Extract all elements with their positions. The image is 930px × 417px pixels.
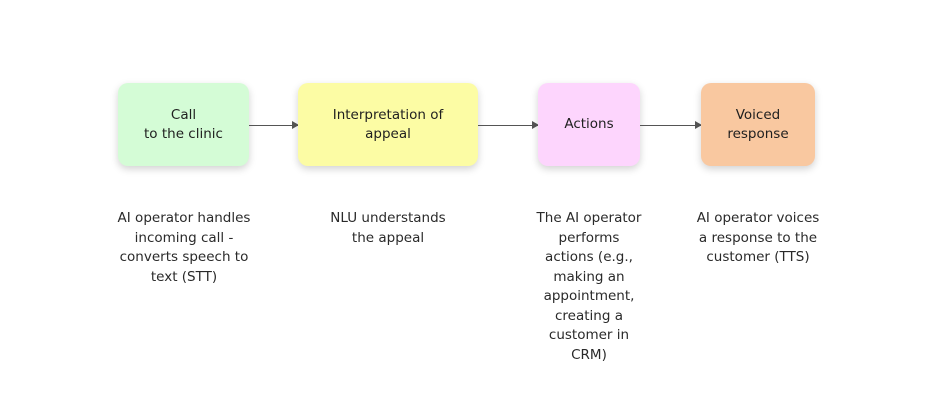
arrow-interpretation-to-actions [478, 121, 539, 129]
step-interpretation-box: Interpretation of appeal [298, 83, 478, 166]
arrow-call-to-interpretation [249, 121, 299, 129]
arrowhead-icon [695, 121, 702, 129]
step-voiced-response-box: Voiced response [701, 83, 815, 166]
step-voiced-response-title: Voiced response [727, 106, 789, 142]
step-actions-title: Actions [564, 116, 614, 132]
arrow-actions-to-voiced-response [640, 121, 702, 129]
step-interpretation-title: Interpretation of appeal [332, 106, 444, 142]
step-actions-description: The AI operator performs actions (e.g., … [536, 210, 642, 363]
arrowhead-icon [292, 121, 299, 129]
step-interpretation-description: NLU understands the appeal [330, 210, 446, 246]
arrowhead-icon [532, 121, 539, 129]
step-call-to-clinic-description: AI operator handles incoming call - conv… [117, 210, 251, 285]
step-actions-box: Actions [538, 83, 640, 166]
step-call-to-clinic-box: Call to the clinic [118, 83, 249, 166]
step-voiced-response-description: AI operator voices a response to the cus… [696, 210, 820, 265]
step-call-to-clinic-title: Call to the clinic [144, 106, 223, 142]
